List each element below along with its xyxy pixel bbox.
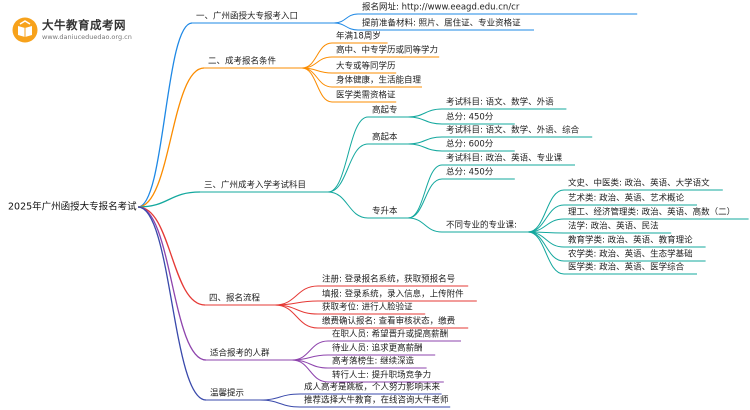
node-b1b: 提前准备材料: 照片、居住证、专业资格证	[362, 18, 521, 29]
link-b2a	[301, 42, 333, 69]
link-b2b	[301, 56, 333, 69]
node-b3b1: 考试科目: 语文、数学、外语、综合	[446, 125, 580, 136]
link-b3c1	[407, 164, 443, 219]
link-b4c	[274, 304, 319, 315]
link-b2	[137, 67, 205, 208]
node-b2d: 身体健康，生活能自理	[336, 75, 422, 86]
node-b2: 二、成考报名条件	[208, 56, 277, 67]
link-b5	[137, 206, 207, 361]
link-b6a	[259, 393, 301, 401]
node-b4a: 注册: 登录报名系统，获取预报名号	[322, 274, 456, 285]
node-b3c2: 总分: 450分	[446, 167, 494, 178]
link-b1a	[333, 13, 359, 24]
link-m2	[527, 204, 565, 233]
node-b6: 温馨提示	[210, 388, 245, 399]
logo-title: 大牛教育成考网	[42, 18, 126, 32]
link-b6	[137, 206, 207, 401]
node-b4b: 填报: 登录系统，录入信息，上传附件	[322, 289, 464, 300]
node-b3a1: 考试科目: 语文、数学、外语	[446, 97, 554, 108]
link-m7	[527, 231, 565, 275]
node-m2: 艺术类: 政治、英语、艺术概论	[568, 193, 685, 204]
link-b4d	[274, 304, 319, 329]
link-b3	[137, 191, 201, 208]
link-m5	[527, 231, 565, 248]
node-m6: 农学类: 政治、英语、生态学基础	[568, 249, 693, 260]
link-b3b	[327, 143, 369, 193]
link-m1	[527, 189, 565, 233]
node-m5: 教育学类: 政治、英语、教育理论	[568, 235, 693, 246]
node-b2a: 年满18周岁	[336, 31, 381, 42]
node-b5c: 高考落榜生: 继续深造	[332, 356, 415, 367]
node-b5d: 转行人士: 提升职场竞争力	[332, 370, 432, 381]
node-b3: 三、广州成考入学考试科目	[204, 180, 307, 191]
node-b1: 一、广州函授大专报考入口	[196, 11, 299, 22]
node-b4c: 获取考位: 进行人脸验证	[322, 302, 413, 313]
link-b1	[137, 22, 193, 208]
link-b4	[137, 206, 206, 306]
node-b3b: 高起本	[372, 132, 398, 143]
node-b3c: 专升本	[372, 206, 398, 217]
book-logo-icon	[12, 17, 38, 43]
node-b5: 适合报考的人群	[210, 348, 270, 359]
node-m3: 理工、经济管理类: 政治、英语、高数（二）	[568, 207, 736, 218]
node-b1a: 报名网址: http://www.eeagd.edu.cn/cr	[362, 2, 520, 13]
node-b4: 四、报名流程	[209, 293, 261, 304]
link-b3a2	[407, 116, 443, 125]
node-b3c1: 考试科目: 政治、英语、专业课	[446, 153, 563, 164]
node-b4d: 缴费确认报名: 查看审核状态，缴费	[322, 316, 456, 327]
link-b3b2	[407, 143, 443, 152]
node-b5a: 在职人员: 希望晋升或提高薪酬	[332, 329, 449, 340]
node-b2c: 大专或等同学历	[336, 61, 396, 72]
site-logo[interactable]: 大牛教育成考网 www.daniuceduedao.org.cn	[12, 14, 147, 46]
link-b3b1	[407, 136, 443, 145]
link-b3c2	[407, 178, 443, 219]
node-root: 2025年广州函授大专报名考试	[8, 201, 137, 213]
node-b3a: 高起专	[372, 105, 398, 116]
logo-url: www.daniuceduedao.org.cn	[42, 33, 132, 41]
node-b3a2: 总分: 450分	[446, 112, 494, 123]
node-b2b: 高中、中专学历或同等学力	[336, 45, 439, 56]
link-b3a1	[407, 108, 443, 118]
link-b5d	[291, 359, 329, 383]
link-b3c3	[407, 217, 443, 233]
link-b4a	[274, 285, 319, 306]
link-b2e	[301, 67, 333, 103]
link-b3a	[327, 116, 369, 193]
node-b2e: 医学类需资格证	[336, 90, 396, 101]
node-b3c3: 不同专业的专业课:	[446, 220, 517, 231]
node-b5b: 待业人员: 追求更高薪酬	[332, 343, 423, 354]
node-m7: 医学类: 政治、英语、医学综合	[568, 262, 685, 273]
link-b1b	[333, 22, 359, 31]
node-m4: 法学: 政治、英语、民法	[568, 221, 659, 232]
node-b6b: 推荐选择大牛教育，在线咨询大牛老师	[304, 395, 449, 406]
link-b6b	[259, 399, 301, 408]
link-b4b	[274, 300, 319, 306]
node-m1: 文史、中医类: 政治、英语、大学语文	[568, 178, 710, 189]
node-b6a: 成人高考是跳板，个人努力影响未来	[304, 382, 441, 393]
link-b3c	[327, 191, 369, 219]
node-b3b2: 总分: 600分	[446, 139, 494, 150]
